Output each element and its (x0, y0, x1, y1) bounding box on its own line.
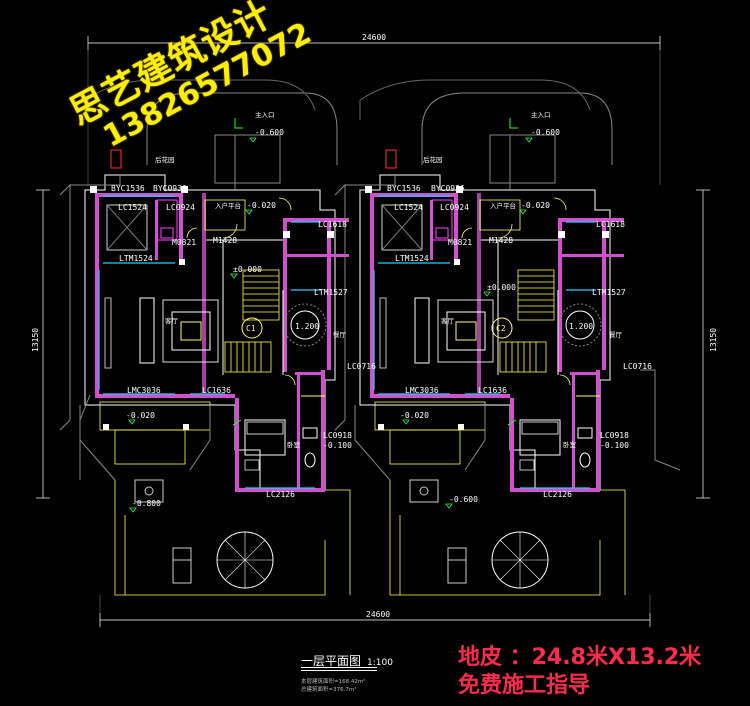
u2-floor-level: ±0.000 (487, 283, 516, 292)
u2-lc0918: LC0918 (600, 431, 629, 440)
u1-m0821: M0821 (172, 238, 196, 247)
u1-lmc3036: LMC3036 (127, 386, 161, 395)
u1-bayc2: BYC0936 (153, 184, 187, 193)
u2-lc1636: LC1636 (478, 386, 507, 395)
u1-m1428: M1428 (213, 236, 237, 245)
u2-lc0716: LC0716 (623, 362, 652, 371)
title-underline-2 (301, 670, 377, 671)
promo-guidance: 免费施工指导 (458, 673, 591, 698)
drawing-title-block: 一层平面图 1:100 (301, 650, 393, 671)
area-note: 本层建筑面积=168.42m² (301, 679, 366, 685)
u2-living: 客厅 (441, 316, 455, 325)
u2-dining: 餐厅 (609, 330, 623, 339)
u1-lc0918: LC0918 (323, 431, 352, 440)
u2-lc2126: LC2126 (543, 490, 572, 499)
dim-bottom: 24600 (366, 610, 390, 619)
u1-bayc1: BYC1536 (111, 184, 145, 193)
u1-living: 客厅 (165, 316, 179, 325)
u1-rear-level: -0.020 (126, 411, 155, 420)
u2-entry-level: -0.600 (531, 128, 560, 137)
area-note: 总建筑面积=376.7m² (301, 687, 357, 693)
u1-dining: 餐厅 (333, 330, 347, 339)
u2-lc1618: LC1618 (596, 220, 625, 229)
u2-porch-level: -0.020 (521, 201, 550, 210)
u1-porch-level: -0.020 (247, 201, 276, 210)
dim-left: 13150 (31, 328, 40, 352)
u2-backyard: 后花园 (423, 155, 443, 164)
u2-bedroom: 卧室 (563, 440, 577, 449)
u2-lmc3036: LMC3036 (405, 386, 439, 395)
u2-landing: 1.200 (569, 322, 593, 331)
title-underline (301, 667, 377, 668)
u2-lc0924: LC0924 (440, 203, 469, 212)
drawing-title: 一层平面图 (301, 654, 362, 668)
u2-m0821: M0821 (448, 238, 472, 247)
u1-bedroom: 卧室 (287, 440, 301, 449)
u1-lc1636: LC1636 (202, 386, 231, 395)
u1-bath-level: -0.100 (323, 441, 352, 450)
u1-lc0716: LC0716 (347, 362, 376, 371)
drawing-scale: 1:100 (367, 658, 393, 668)
u1-lc0924: LC0924 (166, 203, 195, 212)
u1-lc2126: LC2126 (266, 490, 295, 499)
u2-unit-marker (491, 317, 513, 339)
u1-floor-level: ±0.000 (233, 265, 262, 274)
u1-landing: 1.200 (295, 322, 319, 331)
u2-ltm1524: LTM1524 (395, 254, 429, 263)
u2-bayc1: BYC1536 (387, 184, 421, 193)
u2-m1428: M1428 (489, 236, 513, 245)
dim-top: 24600 (362, 33, 386, 42)
u1-ltm1527: LTM1527 (314, 288, 348, 297)
u2-bayc2: BYC0936 (431, 184, 465, 193)
u2-entry-label: 主入口 (531, 110, 551, 119)
u1-entry-label: 主入口 (255, 110, 275, 119)
dim-right: 13150 (709, 328, 718, 352)
promo-text: 地皮 ：24.8米X13.2米 免费施工指导 (458, 644, 701, 700)
u2-rear-level: -0.020 (400, 411, 429, 420)
u1-lc1618: LC1618 (318, 220, 347, 229)
u2-bath-level: -0.100 (600, 441, 629, 450)
u2-lc1524: LC1524 (394, 203, 423, 212)
promo-land-size: 地皮 ：24.8米X13.2米 (458, 645, 702, 670)
u1-backyard: 后花园 (155, 155, 175, 164)
u1-unit-marker (241, 317, 263, 339)
u1-unit-label: C1 (246, 324, 256, 333)
u2-unit-label: C2 (496, 324, 506, 333)
u2-garden-level: -0.600 (449, 495, 478, 504)
u1-entry-level: -0.600 (255, 128, 284, 137)
u1-garden-level: -0.800 (132, 499, 161, 508)
u2-entry-text: 入户平台 (490, 201, 516, 210)
u1-ltm1524: LTM1524 (119, 254, 153, 263)
area-notes: 本层建筑面积=168.42m² 总建筑面积=376.7m² (301, 678, 365, 694)
u1-entry-text: 入户平台 (215, 201, 241, 210)
u2-ltm1527: LTM1527 (592, 288, 626, 297)
u1-lc1524: LC1524 (118, 203, 147, 212)
